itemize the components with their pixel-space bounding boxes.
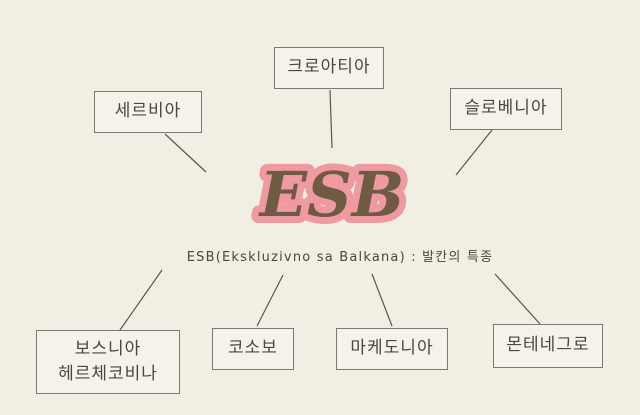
link-serbia	[164, 133, 207, 173]
esb-title-text: ESB	[258, 160, 404, 230]
link-macedonia	[371, 273, 393, 327]
esb-title-glow: ESB	[258, 160, 404, 230]
link-slovenia	[455, 129, 493, 176]
center-subtitle: ESB(Ekskluzivno sa Balkana) : 발칸의 특종	[186, 250, 494, 265]
esb-logo: ESB ESB	[251, 160, 411, 230]
link-kosovo	[256, 274, 284, 327]
link-montenegro	[494, 273, 541, 325]
link-bosnia	[119, 269, 163, 331]
center-title: ESB ESB	[232, 160, 432, 230]
node-montenegro: 몬테네그로	[493, 324, 603, 368]
node-croatia: 크로아티아	[274, 47, 384, 89]
node-slovenia: 슬로베니아	[450, 88, 562, 130]
link-croatia	[329, 89, 333, 149]
node-serbia: 세르비아	[94, 91, 202, 133]
node-bosnia: 보스니아 헤르체코비나	[36, 330, 180, 394]
node-macedonia: 마케도니아	[336, 328, 448, 370]
node-kosovo: 코소보	[212, 328, 294, 370]
